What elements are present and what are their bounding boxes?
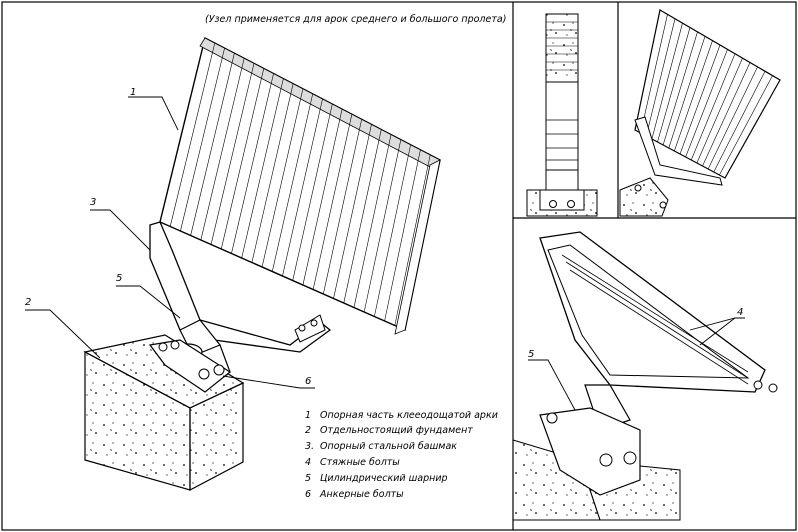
- legend-num-6: 6: [305, 489, 311, 500]
- legend-num-5: 5: [305, 473, 311, 484]
- legend-text-4: Стяжные болты: [320, 457, 400, 468]
- callout-5-detail: 5: [528, 349, 534, 360]
- legend-num-3: 3.: [305, 441, 314, 452]
- legend-num-2: 2: [305, 425, 311, 436]
- main-view: (Узел применяется для арок среднего и бо…: [25, 14, 506, 500]
- callout-4: 4: [737, 307, 743, 318]
- front-view-small: [619, 9, 781, 217]
- legend-num-4: 4: [305, 457, 311, 468]
- callout-1: 1: [130, 87, 136, 98]
- legend-text-1: Опорная часть клееодощатой арки: [320, 410, 498, 421]
- legend-text-2: Отдельностоящий фундамент: [320, 425, 473, 436]
- legend-text-6: Анкерные болты: [319, 489, 404, 500]
- shoe-perspective-view: 4 5: [512, 231, 778, 521]
- legend-text-3: Опорный стальной башмак: [320, 441, 457, 452]
- callout-6: 6: [305, 376, 311, 387]
- note-text: (Узел применяется для арок среднего и бо…: [205, 14, 506, 25]
- callout-3: 3: [90, 197, 96, 208]
- callout-2: 2: [25, 297, 31, 308]
- hinge-assembly: [148, 339, 232, 393]
- callout-5: 5: [116, 273, 122, 284]
- legend-num-1: 1: [305, 410, 311, 421]
- side-elevation-view: [526, 13, 598, 217]
- leader-lines: [25, 96, 315, 389]
- arch-member: [159, 36, 441, 335]
- legend-text-5: Цилиндрический шарнир: [320, 473, 448, 484]
- legend: 1 Опорная часть клееодощатой арки 2 Отде…: [305, 410, 498, 500]
